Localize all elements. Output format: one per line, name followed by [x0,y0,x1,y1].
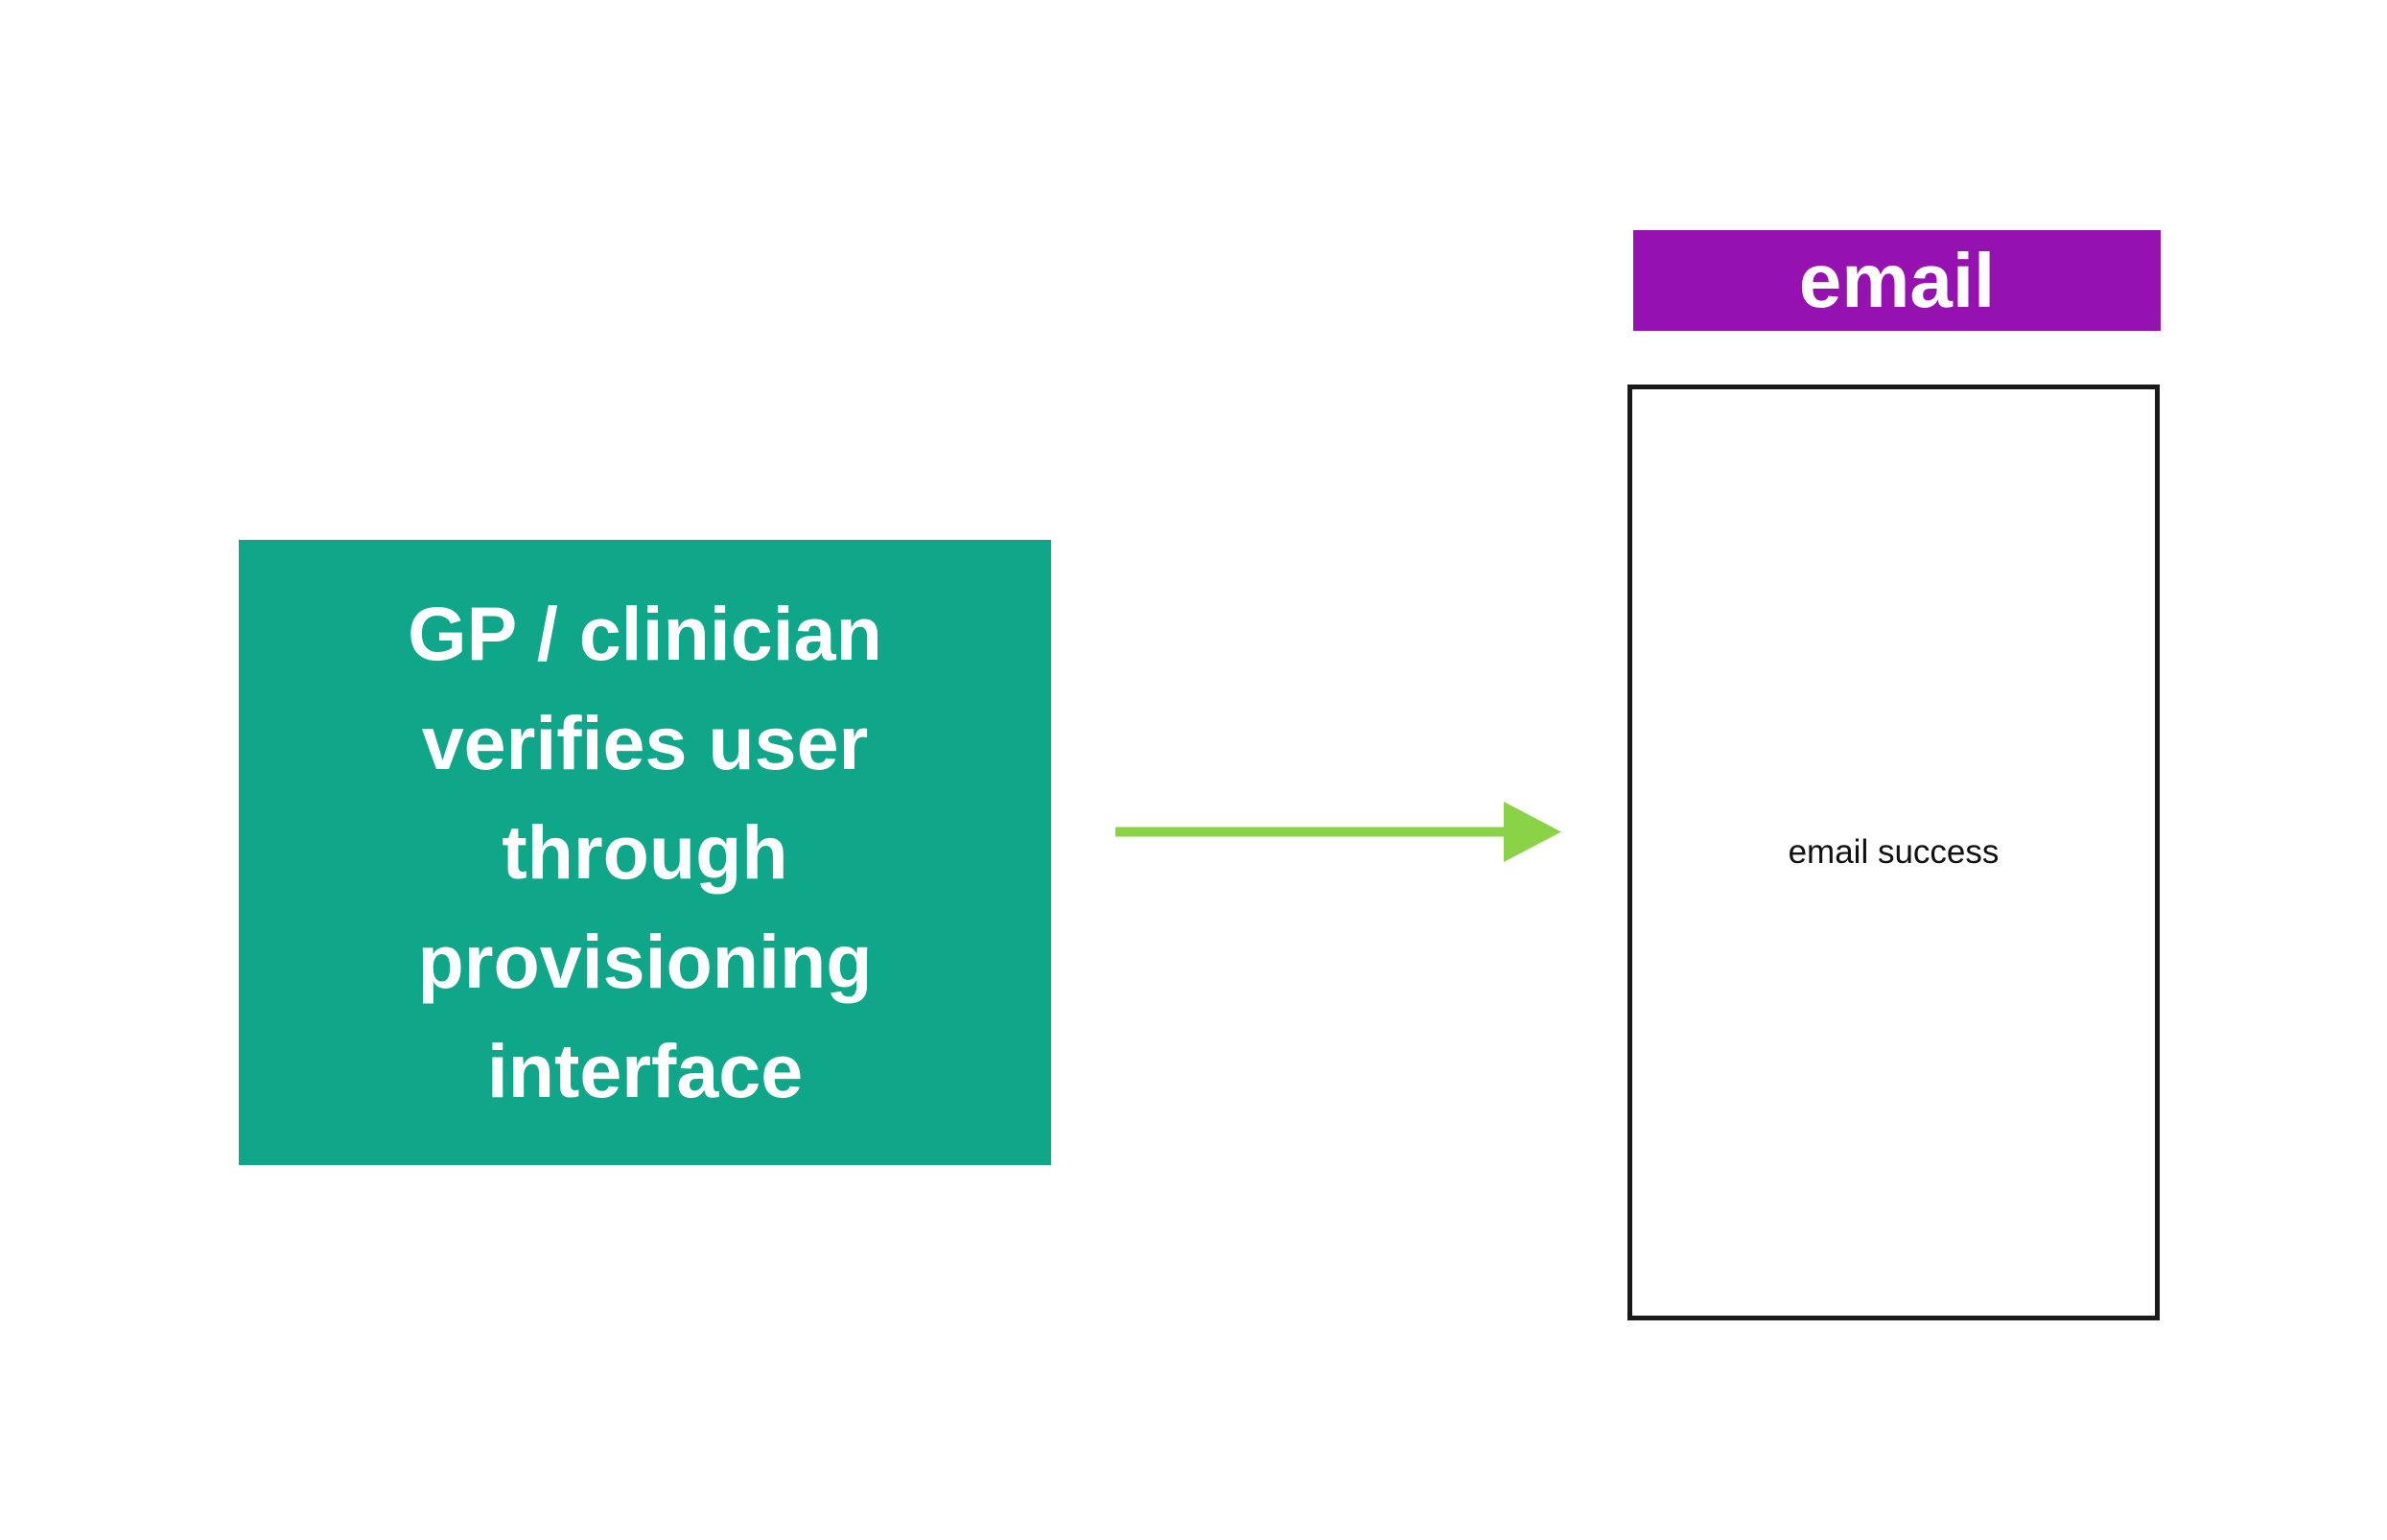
process-step-label: GP / clinician verifies user through pro… [408,591,882,1113]
email-screen-frame: email success [1627,385,2160,1320]
process-step-box: GP / clinician verifies user through pro… [239,540,1051,1165]
email-column-header: email [1633,230,2161,331]
flow-arrow [1115,802,1561,862]
email-screen-label: email success [1788,833,2000,871]
flow-arrow-head [1504,802,1561,862]
